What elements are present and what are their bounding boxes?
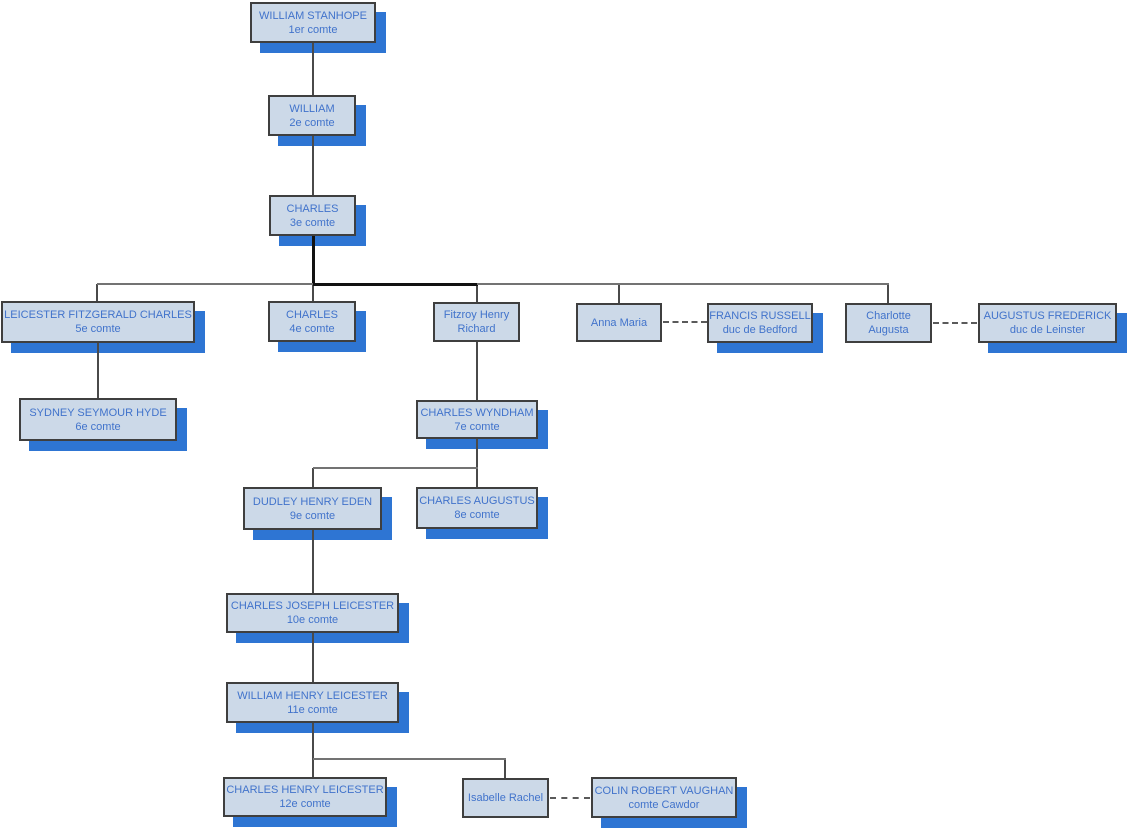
person-title: 2e comte bbox=[289, 116, 335, 129]
person-title: 8e comte bbox=[454, 509, 500, 521]
person-name: WILLIAM bbox=[289, 102, 335, 115]
person-title: 3e comte bbox=[289, 216, 336, 229]
person-name: Charlotte bbox=[866, 310, 911, 322]
person-name: CHARLES bbox=[286, 202, 339, 215]
connector-line-vertical bbox=[312, 468, 314, 487]
person-name: Anna Maria bbox=[590, 316, 648, 329]
connector-line-vertical bbox=[312, 633, 314, 682]
person-title: comte Cawdor bbox=[628, 798, 700, 811]
person-node-leicester-5e[interactable]: LEICESTER FITZGERALD CHARLES 5e comte bbox=[1, 301, 195, 343]
connector-line-vertical bbox=[97, 343, 99, 398]
connector-line-horizontal bbox=[313, 758, 506, 760]
person-name: CHARLES AUGUSTUS bbox=[419, 495, 535, 507]
connector-line-vertical bbox=[312, 136, 314, 195]
person-name: DUDLEY HENRY EDEN bbox=[252, 495, 373, 508]
person-title: duc de Bedford bbox=[722, 324, 798, 336]
marriage-dashed-line bbox=[550, 797, 590, 799]
person-name: COLIN ROBERT VAUGHAN bbox=[594, 784, 734, 797]
person-title: 4e comte bbox=[289, 322, 335, 335]
person-title: duc de Leinster bbox=[1009, 324, 1086, 336]
marriage-dashed-line bbox=[663, 321, 707, 323]
person-title: 6e comte bbox=[75, 420, 121, 433]
person-name: WILLIAM STANHOPE bbox=[259, 9, 367, 22]
marriage-dashed-line bbox=[933, 322, 977, 324]
person-node-isabelle-rachel[interactable]: Isabelle Rachel bbox=[462, 778, 549, 818]
connector-line-vertical bbox=[312, 43, 314, 95]
person-name: WILLIAM HENRY LEICESTER bbox=[237, 689, 388, 702]
person-title: Augusta bbox=[868, 324, 909, 336]
person-node-charles-augustus-8e[interactable]: CHARLES AUGUSTUS 8e comte bbox=[416, 487, 538, 529]
connector-line-vertical bbox=[618, 284, 620, 303]
person-title: 1er comte bbox=[288, 23, 338, 36]
person-name: CHARLES WYNDHAM bbox=[420, 406, 534, 419]
person-name: FRANCIS RUSSELL bbox=[709, 310, 811, 322]
connector-line-vertical bbox=[476, 439, 478, 469]
connector-line-horizontal bbox=[313, 283, 478, 286]
person-name: LEICESTER FITZGERALD CHARLES bbox=[4, 309, 192, 321]
person-title: 10e comte bbox=[286, 614, 339, 626]
person-name: CHARLES bbox=[286, 308, 338, 321]
connector-line-vertical bbox=[887, 284, 889, 303]
person-node-charles-joseph-10e[interactable]: CHARLES JOSEPH LEICESTER 10e comte bbox=[226, 593, 399, 633]
connector-line-vertical bbox=[312, 236, 315, 285]
connector-line-horizontal bbox=[313, 467, 478, 469]
person-title: Richard bbox=[457, 323, 496, 335]
connector-line-horizontal bbox=[97, 283, 314, 285]
person-node-francis-russell[interactable]: FRANCIS RUSSELL duc de Bedford bbox=[707, 303, 813, 343]
connector-line-horizontal bbox=[477, 283, 889, 285]
person-title: 9e comte bbox=[289, 509, 336, 522]
connector-line-vertical bbox=[476, 284, 478, 302]
person-name: CHARLES HENRY LEICESTER bbox=[226, 784, 384, 796]
person-name: AUGUSTUS FREDERICK bbox=[983, 310, 1112, 322]
person-node-charles-henry-12e[interactable]: CHARLES HENRY LEICESTER 12e comte bbox=[223, 777, 387, 817]
connector-line-vertical bbox=[96, 284, 98, 301]
connector-line-vertical bbox=[476, 342, 478, 400]
person-title: 12e comte bbox=[279, 798, 331, 810]
connector-line-vertical bbox=[476, 468, 478, 487]
person-node-augustus-frederick[interactable]: AUGUSTUS FREDERICK duc de Leinster bbox=[978, 303, 1117, 343]
connector-line-vertical bbox=[504, 759, 506, 778]
person-node-anna-maria[interactable]: Anna Maria bbox=[576, 303, 662, 342]
person-name: SYDNEY SEYMOUR HYDE bbox=[29, 406, 167, 419]
person-title: 11e comte bbox=[287, 703, 338, 716]
person-title: 7e comte bbox=[454, 420, 500, 433]
connector-line-vertical bbox=[312, 530, 314, 593]
connector-line-vertical bbox=[312, 723, 314, 777]
person-title: 5e comte bbox=[75, 323, 121, 335]
person-name: CHARLES JOSEPH LEICESTER bbox=[230, 600, 395, 612]
connector-line-vertical bbox=[312, 284, 314, 301]
person-name: Fitzroy Henry bbox=[443, 309, 510, 321]
person-name: Isabelle Rachel bbox=[467, 792, 544, 804]
